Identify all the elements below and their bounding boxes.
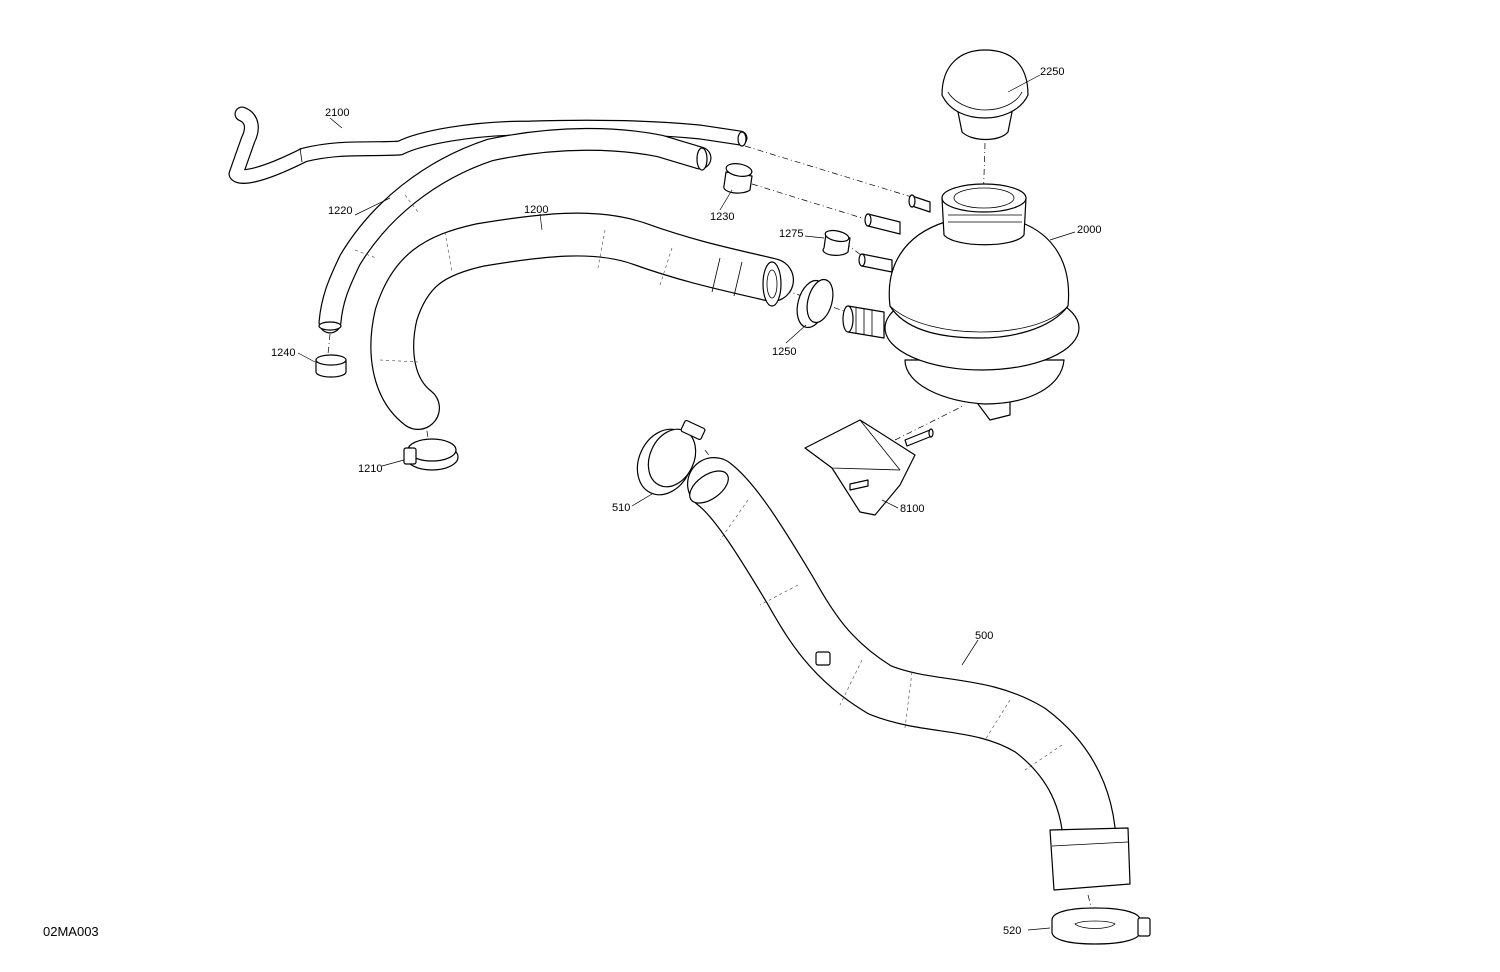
callout-510: 510: [612, 502, 630, 514]
clamp-1250: [796, 278, 834, 329]
callout-2000: 2000: [1077, 224, 1101, 236]
callout-520: 520: [1003, 925, 1021, 937]
drawing-code: 02MA003: [43, 924, 99, 939]
clamp-1240: [315, 354, 347, 378]
callout-2250: 2250: [1040, 66, 1064, 78]
hose-1200: [370, 212, 794, 430]
clamp-1230: [723, 163, 753, 194]
clamp-510: [636, 419, 706, 496]
callout-1200: 1200: [524, 204, 548, 216]
callout-1210: 1210: [358, 463, 382, 475]
clamp-1210: [403, 438, 459, 471]
hose-1220: [318, 127, 712, 334]
clamp-1275: [822, 229, 851, 256]
callout-1250: 1250: [772, 346, 796, 358]
callout-8100: 8100: [900, 503, 924, 515]
clamp-520: [1051, 907, 1151, 945]
callout-labels: 2250 2100 2000 1220 1200 1230 1275 1240 …: [271, 66, 1101, 937]
leader-lines: [297, 74, 1076, 931]
hose-2100: [228, 106, 748, 184]
bracket-8100: [804, 419, 934, 516]
callout-500: 500: [975, 630, 993, 642]
cap-2250: [941, 49, 1029, 141]
callout-1240: 1240: [271, 347, 295, 359]
hose-500: [687, 457, 1131, 891]
callout-1220: 1220: [328, 205, 352, 217]
callout-1230: 1230: [710, 211, 734, 223]
expansion-tank-2000: [842, 183, 1080, 421]
callout-2100: 2100: [325, 107, 349, 119]
callout-1275: 1275: [779, 228, 803, 240]
